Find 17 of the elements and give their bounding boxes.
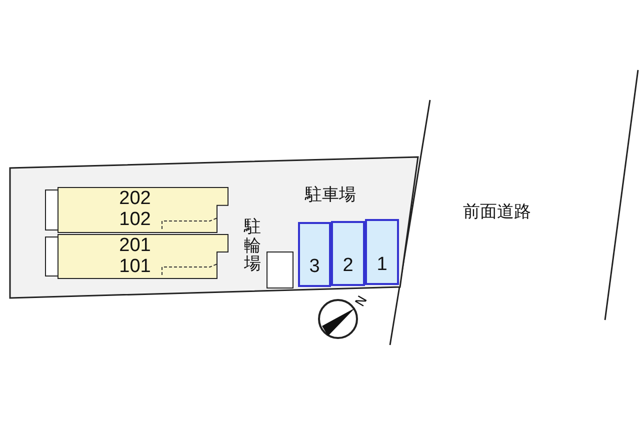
apartment-building	[45, 187, 230, 233]
bicycle-parking	[244, 218, 294, 289]
apartment-building	[45, 234, 230, 279]
parking-space	[331, 221, 365, 286]
room-number: 102	[119, 210, 151, 230]
north-label: N	[352, 294, 371, 310]
area-label: 前面道路	[463, 201, 531, 223]
room-number: 201	[119, 236, 151, 256]
parking-space	[365, 219, 399, 285]
room-number: 202	[119, 189, 151, 209]
parking-space	[298, 222, 331, 287]
space-number: 3	[309, 257, 320, 277]
space-number: 1	[376, 255, 388, 275]
room-number: 101	[119, 257, 151, 277]
area-label: 駐車場	[305, 184, 356, 206]
bicycle-parking-label: 駐輪場	[244, 218, 261, 274]
space-number: 2	[342, 256, 354, 276]
